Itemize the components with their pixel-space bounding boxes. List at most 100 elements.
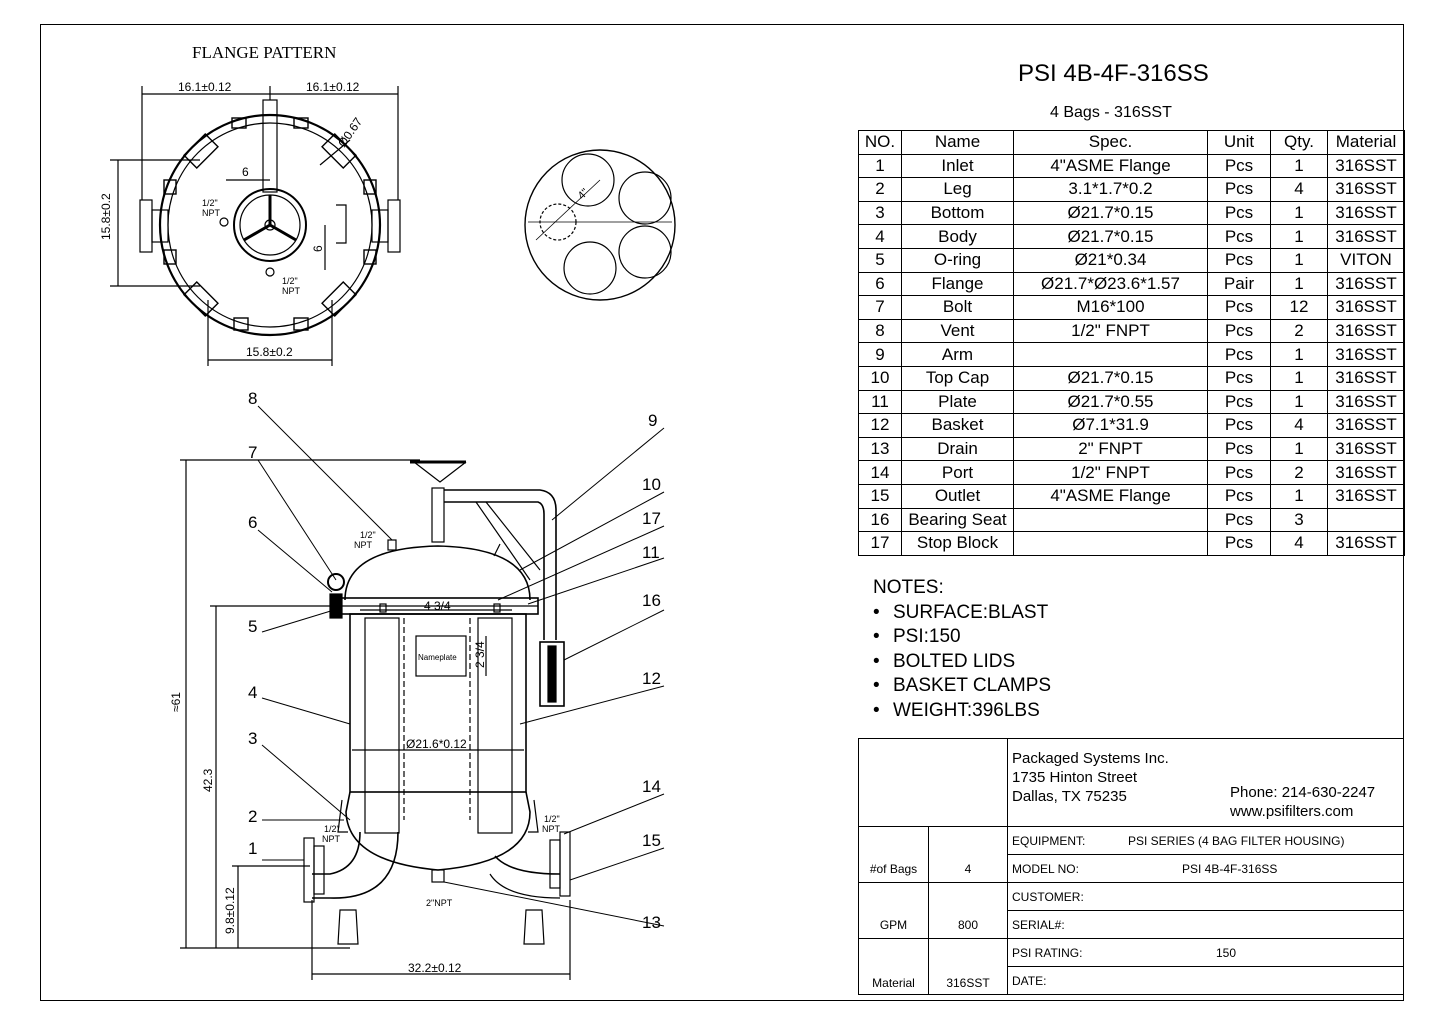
callout-numbers: 8 7 6 5 4 3 2 1 9 10 17 11 16 12 14 15 1… — [248, 389, 661, 932]
bom-cell-no: 14 — [858, 460, 902, 485]
bom-cell-qty: 1 — [1270, 247, 1328, 273]
bom-cell-unit: Pair — [1207, 271, 1271, 297]
dim-flange-height: 15.8±0.2 — [99, 193, 113, 240]
bom-cell-material: 316SST — [1327, 224, 1405, 249]
bom-cell-spec — [1013, 507, 1208, 533]
callout-1: 1 — [248, 839, 257, 858]
bom-cell-no: 11 — [858, 389, 902, 415]
bom-cell-qty: 2 — [1270, 460, 1328, 485]
npt-bottom: 2"NPT — [426, 898, 453, 908]
company-name: Packaged Systems Inc. — [1012, 750, 1169, 767]
npt-a-2: NPT — [202, 208, 221, 218]
dim-h-98: 9.8±0.12 — [223, 887, 237, 934]
dim-flange-left: 16.1±0.12 — [178, 80, 232, 94]
bom-cell-name: Stop Block — [901, 531, 1014, 556]
bom-cell-material: 316SST — [1327, 436, 1405, 462]
bom-cell-qty: 1 — [1270, 483, 1328, 509]
bom-cell-no: 3 — [858, 200, 902, 226]
callout-4: 4 — [248, 683, 257, 702]
bom-cell-spec: 4"ASME Flange — [1013, 153, 1208, 179]
company-phone: Phone: 214-630-2247 — [1230, 784, 1376, 801]
bags-value: 4 — [928, 826, 1008, 883]
bom-cell-spec: Ø21.7*0.15 — [1013, 224, 1208, 249]
bom-cell-spec: M16*100 — [1013, 295, 1208, 320]
bom-header-cell: Spec. — [1013, 130, 1208, 155]
dim-hole: Ø0.67 — [335, 115, 365, 150]
bom-cell-spec — [1013, 342, 1208, 367]
callout-2: 2 — [248, 807, 257, 826]
bom-cell-spec: 2" FNPT — [1013, 436, 1208, 462]
elevation-view: ≈61 42.3 9.8±0.12 32.2±0.12 Ø21.6*0.12 N… — [169, 405, 665, 980]
bom-cell-material: 316SST — [1327, 531, 1405, 556]
bom-cell-material: 316SST — [1327, 460, 1405, 485]
bom-cell-name: Outlet — [901, 483, 1014, 509]
dim-flange-right: 16.1±0.12 — [306, 80, 360, 94]
company-city: Dallas, TX 75235 — [1012, 788, 1127, 805]
basket-plate-view: 4" — [524, 149, 676, 301]
bom-cell-unit: Pcs — [1207, 342, 1271, 367]
bom-header-cell: Material — [1327, 130, 1405, 155]
dim-body-dia: Ø21.6*0.12 — [406, 737, 467, 751]
callout-8: 8 — [248, 389, 257, 408]
bom-cell-material: 316SST — [1327, 483, 1405, 509]
material-value: 316SST — [928, 938, 1008, 995]
bom-cell-material: 316SST — [1327, 200, 1405, 226]
bom-cell-unit: Pcs — [1207, 365, 1271, 391]
note-text: WEIGHT:396LBS — [893, 699, 1040, 721]
bom-cell-no: 9 — [858, 342, 902, 367]
flange-pattern-view: FLANGE PATTERN 16.1±0.12 16.1±0.12 15.8±… — [99, 43, 401, 366]
bom-cell-qty: 1 — [1270, 389, 1328, 415]
bom-cell-no: 17 — [858, 531, 902, 556]
psi-label: PSI RATING: — [1012, 945, 1083, 960]
bom-header-cell: Unit — [1207, 130, 1271, 155]
bom-cell-name: Drain — [901, 436, 1014, 462]
callout-12: 12 — [642, 669, 661, 688]
bom-cell-qty: 1 — [1270, 342, 1328, 367]
bom-cell-qty: 12 — [1270, 295, 1328, 320]
note-text: BOLTED LIDS — [893, 650, 1016, 672]
bom-cell-spec: 3.1*1.7*0.2 — [1013, 177, 1208, 202]
bom-cell-no: 10 — [858, 365, 902, 391]
gpm-value: 800 — [928, 882, 1008, 939]
bom-cell-unit: Pcs — [1207, 295, 1271, 320]
bom-header-cell: Name — [901, 130, 1014, 155]
notes: NOTES: SURFACE:BLASTPSI:150BOLTED LIDSBA… — [873, 576, 1051, 723]
bom-cell-no: 7 — [858, 295, 902, 320]
callout-17: 17 — [642, 509, 661, 528]
bom-cell-spec: Ø21.7*0.15 — [1013, 200, 1208, 226]
nameplate-label: Nameplate — [418, 653, 457, 662]
bom-cell-name: Bottom — [901, 200, 1014, 226]
bom-cell-qty: 1 — [1270, 436, 1328, 462]
model-value: PSI 4B-4F-316SS — [1182, 861, 1278, 876]
dim-plate: 2 3/4 — [473, 641, 487, 668]
dim-width: 32.2±0.12 — [408, 961, 462, 975]
npt-right-2: NPT — [542, 824, 561, 834]
bom-cell-name: Body — [901, 224, 1014, 249]
bom-cell-name: Leg — [901, 177, 1014, 202]
bom-cell-unit: Pcs — [1207, 318, 1271, 344]
bom-cell-no: 15 — [858, 483, 902, 509]
bom-cell-no: 16 — [858, 507, 902, 533]
bom-cell-qty: 4 — [1270, 531, 1328, 556]
bom-cell-qty: 1 — [1270, 224, 1328, 249]
material-label: Material — [858, 938, 929, 995]
note-item: BASKET CLAMPS — [873, 674, 1051, 699]
serial-label: SERIAL#: — [1007, 910, 1404, 939]
bom-cell-spec: Ø21.7*0.15 — [1013, 365, 1208, 391]
bom-cell-name: Basket — [901, 413, 1014, 438]
equipment-label: EQUIPMENT: — [1012, 833, 1086, 848]
callout-11: 11 — [642, 543, 660, 562]
dim-flange-bottom: 15.8±0.2 — [246, 345, 293, 359]
bom-cell-name: Bolt — [901, 295, 1014, 320]
callout-14: 14 — [642, 777, 661, 796]
dim-basket-4: 4" — [576, 186, 592, 202]
note-text: PSI:150 — [893, 626, 961, 647]
